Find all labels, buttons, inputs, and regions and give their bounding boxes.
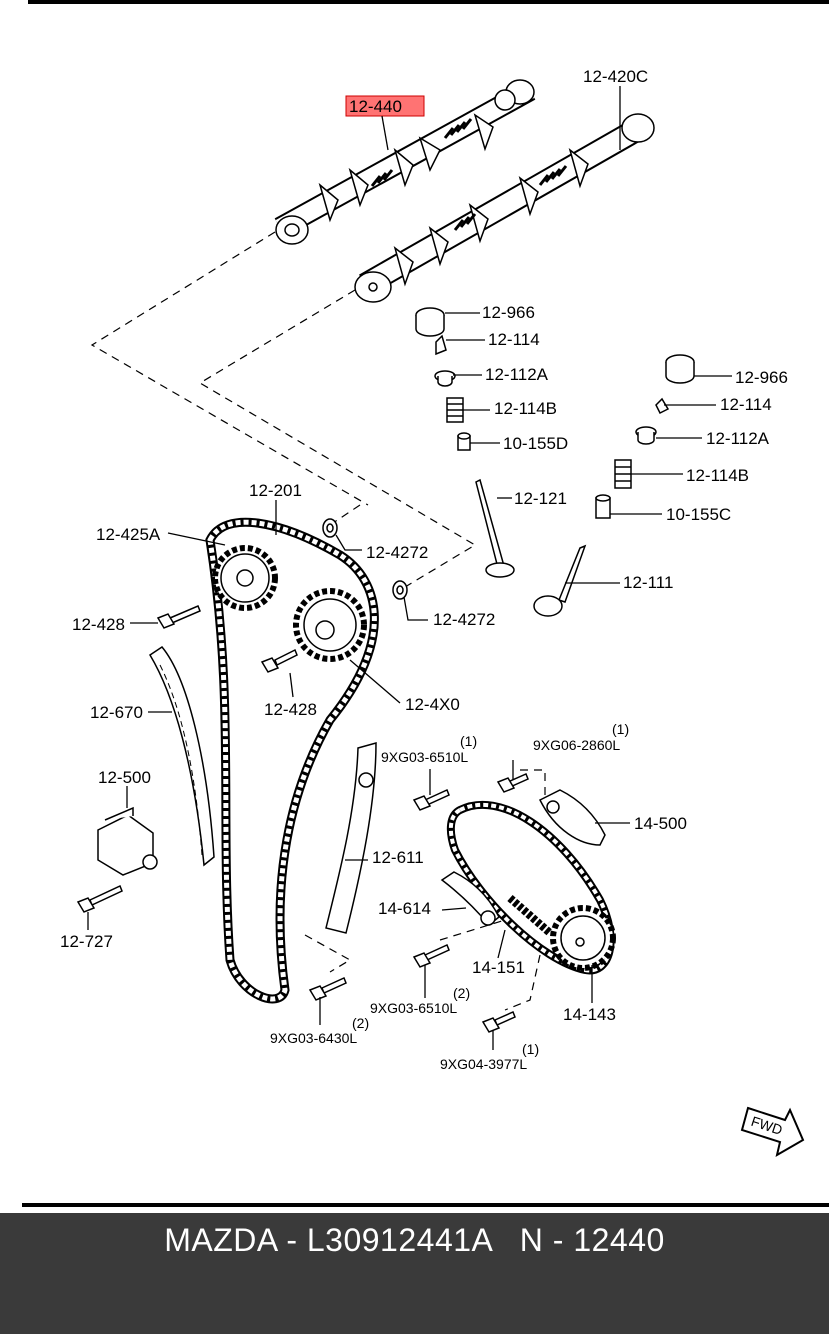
fwd-arrow-icon: FWD bbox=[740, 1106, 805, 1158]
bolt-9xg03-6510-bottom[interactable] bbox=[412, 943, 450, 968]
tensioner[interactable] bbox=[97, 806, 158, 876]
label-12-428-b[interactable]: 12-428 bbox=[264, 700, 317, 719]
qty-9xg03-6510l-top: (1) bbox=[460, 733, 477, 749]
spring-b[interactable] bbox=[614, 459, 632, 489]
bolt-9xg03-6430[interactable] bbox=[308, 976, 347, 1001]
highlight-box bbox=[345, 95, 425, 117]
dashed-reference-lines bbox=[90, 231, 546, 1011]
label-12-201[interactable]: 12-201 bbox=[249, 481, 302, 500]
label-10-155c[interactable]: 10-155C bbox=[666, 505, 731, 524]
qty-9xg04-3977l: (1) bbox=[522, 1041, 539, 1057]
tappet-a[interactable] bbox=[415, 307, 445, 337]
label-9xg04-3977l[interactable]: 9XG04-3977L bbox=[440, 1056, 527, 1072]
label-12-112a-b[interactable]: 12-112A bbox=[706, 429, 770, 448]
label-9xg03-6430l[interactable]: 9XG03-6430L bbox=[270, 1030, 357, 1046]
label-12-111[interactable]: 12-111 bbox=[623, 573, 673, 592]
seal-a[interactable] bbox=[457, 432, 471, 451]
qty-9xg06-2860l: (1) bbox=[612, 721, 629, 737]
label-12-112a-a[interactable]: 12-112A bbox=[485, 365, 549, 384]
label-12-670[interactable]: 12-670 bbox=[90, 703, 143, 722]
bottom-border bbox=[22, 1203, 829, 1207]
label-14-143[interactable]: 14-143 bbox=[563, 1005, 616, 1024]
bolt-b[interactable] bbox=[260, 648, 298, 673]
washer-b[interactable] bbox=[392, 580, 408, 600]
keeper-b[interactable] bbox=[655, 397, 670, 415]
label-12-114b-a[interactable]: 12-114B bbox=[494, 399, 557, 418]
tensioner-arm[interactable] bbox=[325, 742, 377, 934]
sprocket-intake[interactable] bbox=[212, 545, 278, 611]
sprocket-exhaust[interactable] bbox=[293, 588, 367, 662]
label-12-114b-b[interactable]: 12-114B bbox=[686, 466, 749, 485]
oil-chain-segment bbox=[507, 894, 553, 937]
retainer-a[interactable] bbox=[434, 370, 456, 387]
valve-b[interactable] bbox=[533, 544, 587, 617]
valve-train-b bbox=[533, 354, 695, 617]
label-12-4272-b[interactable]: 12-4272 bbox=[433, 610, 495, 629]
bolt-9xg03-6510-top[interactable] bbox=[412, 788, 450, 811]
bolt-a[interactable] bbox=[156, 605, 201, 629]
labels: 12-440 12-420C 12-966 12-114 12-112A 12-… bbox=[60, 67, 788, 1072]
label-12-966-b[interactable]: 12-966 bbox=[735, 368, 788, 387]
label-9xg03-6510l-bottom[interactable]: 9XG03-6510L bbox=[370, 1000, 457, 1016]
leader-lines bbox=[87, 86, 732, 1050]
label-12-727[interactable]: 12-727 bbox=[60, 932, 113, 951]
qty-9xg03-6510l-bottom: (2) bbox=[453, 985, 470, 1001]
label-9xg03-6510l-top[interactable]: 9XG03-6510L bbox=[381, 749, 468, 765]
label-12-420c[interactable]: 12-420C bbox=[583, 67, 648, 86]
chain-guide[interactable] bbox=[148, 646, 215, 867]
label-14-614[interactable]: 14-614 bbox=[378, 899, 431, 918]
valve-train-a bbox=[415, 307, 515, 578]
valve-a[interactable] bbox=[475, 478, 515, 578]
label-9xg06-2860l[interactable]: 9XG06-2860L bbox=[533, 737, 620, 753]
keeper-a[interactable] bbox=[435, 334, 447, 356]
tappet-b[interactable] bbox=[665, 354, 695, 384]
label-10-155d[interactable]: 10-155D bbox=[503, 434, 568, 453]
label-12-114-a[interactable]: 12-114 bbox=[488, 330, 540, 349]
camshaft-exhaust[interactable] bbox=[354, 113, 655, 303]
part-number-caption: MAZDA - L30912441A N - 12440 bbox=[164, 1222, 665, 1258]
label-12-4272-a[interactable]: 12-4272 bbox=[366, 543, 428, 562]
label-12-611[interactable]: 12-611 bbox=[372, 848, 424, 867]
bolt-9xg04[interactable] bbox=[481, 1010, 516, 1033]
qty-9xg03-6430l: (2) bbox=[352, 1015, 369, 1031]
seal-b[interactable] bbox=[595, 494, 611, 519]
label-12-114-b[interactable]: 12-114 bbox=[720, 395, 772, 414]
label-12-121[interactable]: 12-121 bbox=[514, 489, 567, 508]
tensioner-bolt[interactable] bbox=[76, 884, 123, 913]
label-14-151[interactable]: 14-151 bbox=[472, 958, 525, 977]
retainer-b[interactable] bbox=[635, 426, 657, 445]
washer-a[interactable] bbox=[322, 518, 338, 538]
label-12-500[interactable]: 12-500 bbox=[98, 768, 151, 787]
footer-bar bbox=[0, 1213, 829, 1334]
top-border bbox=[28, 0, 829, 4]
label-12-966-a[interactable]: 12-966 bbox=[482, 303, 535, 322]
label-12-428-a[interactable]: 12-428 bbox=[72, 615, 125, 634]
label-12-440[interactable]: 12-440 bbox=[349, 97, 402, 116]
camshaft-intake[interactable] bbox=[274, 79, 536, 245]
oil-pump-sprocket[interactable] bbox=[550, 905, 616, 971]
label-12-4x0[interactable]: 12-4X0 bbox=[405, 695, 460, 714]
spring-a[interactable] bbox=[446, 397, 464, 423]
bolt-9xg06[interactable] bbox=[496, 772, 529, 793]
label-14-500[interactable]: 14-500 bbox=[634, 814, 687, 833]
label-12-425a[interactable]: 12-425A bbox=[96, 525, 161, 544]
timing-chain[interactable] bbox=[205, 517, 379, 1004]
